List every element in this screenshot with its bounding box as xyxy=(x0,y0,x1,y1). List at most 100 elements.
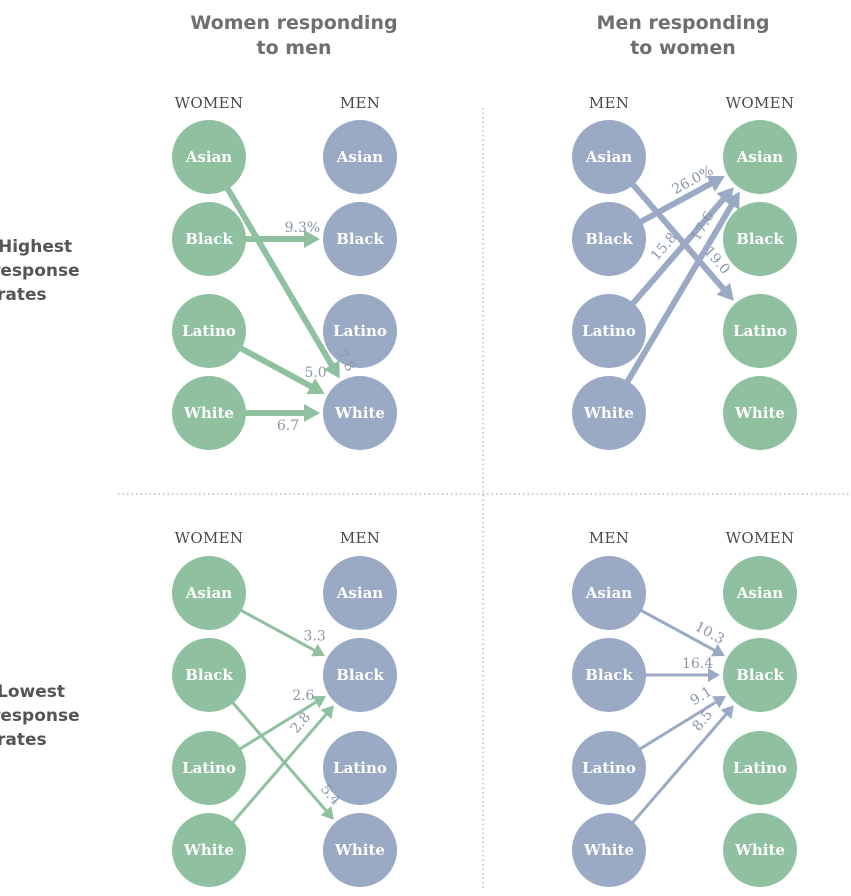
node-right-latino xyxy=(723,294,797,368)
node-label-right-black: Black xyxy=(736,230,784,248)
node-label-right-asian: Asian xyxy=(336,584,384,602)
column-label-left: MEN xyxy=(589,529,629,547)
arrowhead xyxy=(708,668,720,682)
node-label-right-black: Black xyxy=(336,666,384,684)
arrowhead xyxy=(323,360,340,379)
arrowhead xyxy=(312,695,326,709)
node-label-right-asian: Asian xyxy=(736,584,784,602)
node-label-left-black: Black xyxy=(185,230,233,248)
edge-label: 6.7 xyxy=(277,418,299,434)
edge-line xyxy=(627,195,727,310)
row-label-lowest-2: response xyxy=(0,706,80,726)
edge-line xyxy=(634,699,719,754)
arrowhead xyxy=(306,378,325,395)
arrowhead xyxy=(720,705,734,719)
arrowhead xyxy=(320,705,334,719)
node-left-black xyxy=(172,638,246,712)
arrowhead xyxy=(304,230,320,248)
node-label-left-asian: Asian xyxy=(585,148,633,166)
edge-label: 16.4 xyxy=(682,656,713,672)
edge-line xyxy=(635,606,717,653)
edge-label: 9.3% xyxy=(285,220,321,236)
arrowhead xyxy=(710,644,725,657)
node-label-right-white: White xyxy=(334,841,385,859)
edge-line xyxy=(235,606,317,653)
node-label-left-latino: Latino xyxy=(182,759,236,777)
edge-line xyxy=(634,180,714,227)
node-right-latino xyxy=(323,294,397,368)
node-left-asian xyxy=(172,556,246,630)
node-right-black xyxy=(323,638,397,712)
node-label-right-black: Black xyxy=(736,666,784,684)
node-label-left-white: White xyxy=(583,841,634,859)
header-men-responding-line1: Men responding xyxy=(597,12,770,34)
node-right-white xyxy=(323,376,397,450)
edge-line xyxy=(228,697,329,814)
edge-asian-to-black: 3.3 xyxy=(235,606,326,657)
edge-latino-to-white: 5.0 xyxy=(234,343,327,395)
node-label-right-latino: Latino xyxy=(333,759,387,777)
node-right-black xyxy=(723,638,797,712)
node-label-left-asian: Asian xyxy=(185,148,233,166)
node-right-asian xyxy=(723,120,797,194)
edge-line xyxy=(222,182,336,369)
header-men-responding-line2: to women xyxy=(630,37,736,59)
edge-line xyxy=(234,699,319,754)
edge-white-to-white: 6.7 xyxy=(240,404,320,434)
row-label-highest-3: rates xyxy=(0,285,47,305)
column-label-right: WOMEN xyxy=(726,529,795,547)
node-left-latino xyxy=(572,294,646,368)
column-label-left: WOMEN xyxy=(175,529,244,547)
node-label-right-white: White xyxy=(734,841,785,859)
node-left-white xyxy=(172,813,246,887)
node-left-black xyxy=(572,202,646,276)
column-label-right: WOMEN xyxy=(726,94,795,112)
edge-line xyxy=(228,711,329,828)
edge-black-to-black: 9.3% xyxy=(240,220,320,248)
node-label-left-latino: Latino xyxy=(582,322,636,340)
edge-asian-to-black: 10.3 xyxy=(635,606,727,657)
node-left-latino xyxy=(572,731,646,805)
node-right-white xyxy=(723,813,797,887)
edge-label: 3.3 xyxy=(303,629,325,645)
node-left-white xyxy=(572,376,646,450)
node-label-left-latino: Latino xyxy=(182,322,236,340)
node-left-asian xyxy=(172,120,246,194)
arrowhead xyxy=(712,695,726,709)
row-label-highest-2: response xyxy=(0,261,80,281)
edge-label: 2.6 xyxy=(292,688,314,704)
edge-label: 10.3 xyxy=(692,619,727,648)
arrowhead xyxy=(310,644,325,657)
node-left-latino xyxy=(172,731,246,805)
row-label-highest-1: Highest xyxy=(0,237,72,257)
node-label-right-latino: Latino xyxy=(733,759,787,777)
edge-line xyxy=(628,711,729,828)
node-label-right-black: Black xyxy=(336,230,384,248)
node-left-black xyxy=(572,638,646,712)
arrowhead xyxy=(706,175,725,192)
node-label-left-latino: Latino xyxy=(582,759,636,777)
node-left-white xyxy=(572,813,646,887)
row-label-lowest-3: rates xyxy=(0,730,47,750)
node-left-asian xyxy=(572,120,646,194)
node-label-right-asian: Asian xyxy=(736,148,784,166)
node-label-right-latino: Latino xyxy=(333,322,387,340)
node-label-right-white: White xyxy=(334,404,385,422)
node-right-latino xyxy=(323,731,397,805)
node-right-black xyxy=(723,202,797,276)
arrowhead xyxy=(320,806,334,820)
edge-line xyxy=(627,178,727,293)
column-label-left: WOMEN xyxy=(175,94,244,112)
node-right-white xyxy=(323,813,397,887)
node-right-asian xyxy=(323,120,397,194)
edge-black-to-black: 16.4 xyxy=(640,656,720,682)
node-label-left-asian: Asian xyxy=(185,584,233,602)
node-left-black xyxy=(172,202,246,276)
arrowhead xyxy=(723,191,740,210)
node-label-left-white: White xyxy=(183,841,234,859)
